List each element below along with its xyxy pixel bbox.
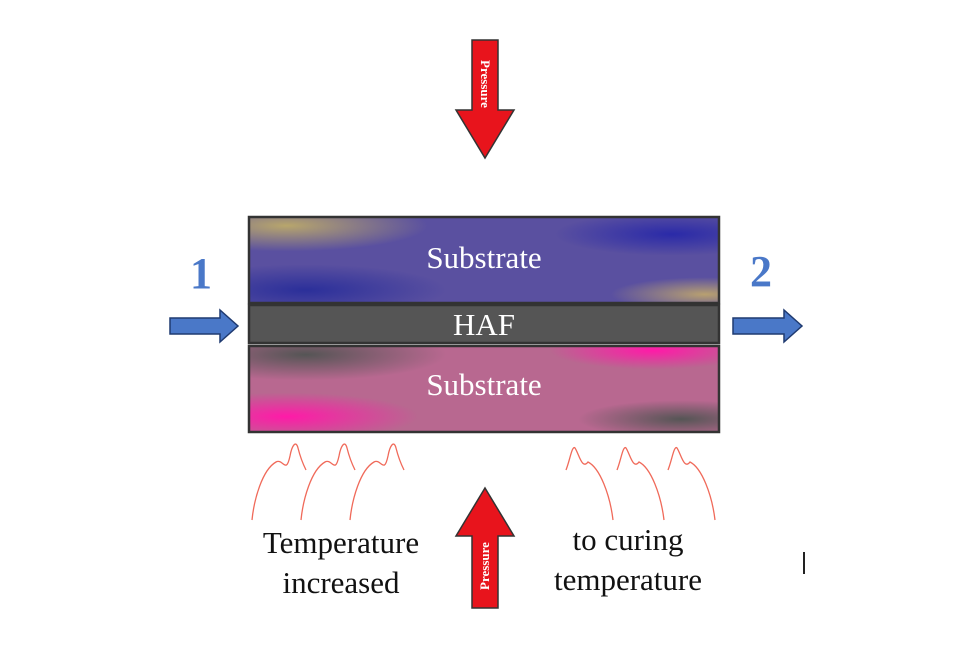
step-number-out: 2 bbox=[750, 247, 772, 296]
edge-mark bbox=[803, 552, 805, 574]
flow-arrow-out bbox=[732, 308, 804, 344]
substrate-top-layer bbox=[247, 215, 721, 305]
substrate-bottom-label: Substrate bbox=[426, 367, 542, 402]
pressure-arrow-top bbox=[454, 39, 516, 160]
step-number-in: 1 bbox=[190, 249, 212, 298]
substrate-top-label: Substrate bbox=[426, 240, 542, 275]
caption-left-line2: increased bbox=[282, 565, 400, 600]
caption-left: Temperature increased bbox=[228, 523, 454, 603]
haf-layer bbox=[247, 303, 721, 345]
pressure-arrow-bottom bbox=[454, 486, 516, 609]
pressure-label-bottom: Pressure bbox=[477, 542, 492, 590]
caption-right: to curing temperature bbox=[518, 520, 738, 600]
caption-left-line1: Temperature bbox=[262, 525, 420, 560]
flow-arrow-in bbox=[169, 308, 240, 344]
heat-waves-right bbox=[565, 447, 716, 521]
heat-waves-left bbox=[251, 443, 405, 521]
caption-right-line1: to curing bbox=[572, 522, 684, 557]
substrate-bottom-layer bbox=[247, 344, 721, 434]
pressure-label-top: Pressure bbox=[478, 60, 493, 108]
caption-right-line2: temperature bbox=[553, 562, 703, 597]
haf-label: HAF bbox=[452, 307, 515, 342]
